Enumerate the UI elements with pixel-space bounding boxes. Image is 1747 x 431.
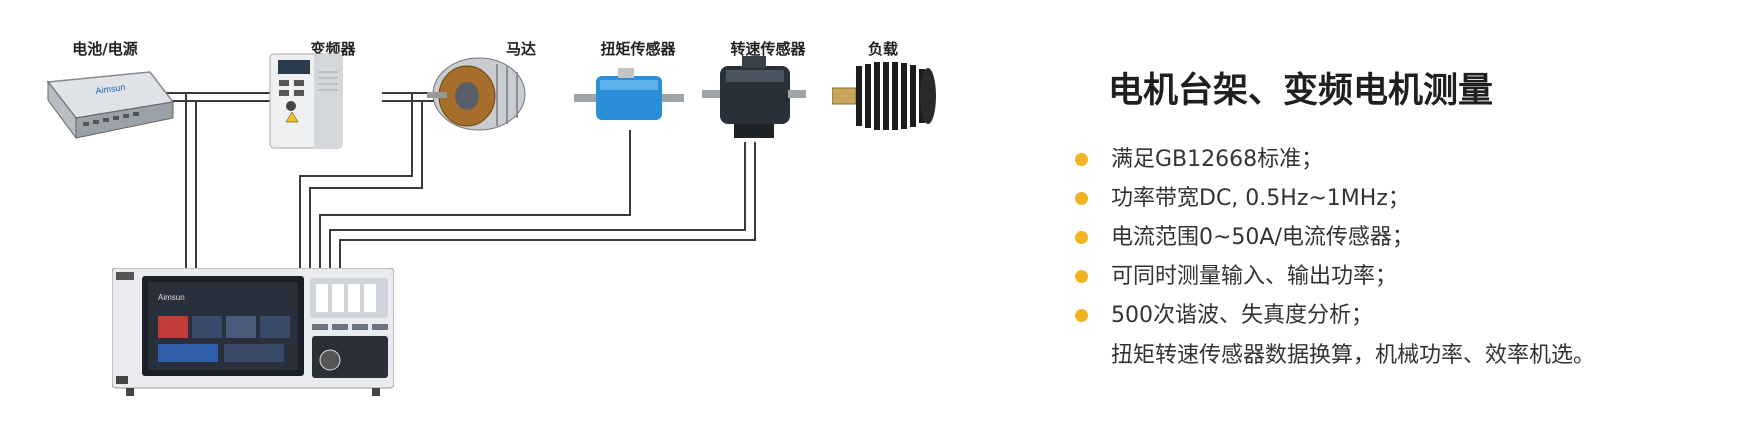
label-motor: 马达 xyxy=(505,40,537,58)
feature-item: 500次谐波、失真度分析； xyxy=(1070,296,1414,335)
feature-item: 满足GB12668标准； xyxy=(1070,140,1414,179)
feature-item: 电流范围0~50A/电流传感器； xyxy=(1070,218,1414,257)
feature-item: 可同时测量输入、输出功率； xyxy=(1070,257,1414,296)
label-speed-sensor: 转速传感器 xyxy=(730,40,806,58)
bullet-dot-icon xyxy=(1075,309,1088,322)
feature-item: 功率带宽DC, 0.5Hz~1MHz； xyxy=(1070,179,1414,218)
bullet-dot-icon xyxy=(1075,192,1088,205)
analyzer-screen-brand: Aimsun xyxy=(158,293,185,302)
speed-sensor-image xyxy=(702,56,806,138)
label-torque-sensor: 扭矩传感器 xyxy=(600,40,676,58)
feature-text: 500次谐波、失真度分析； xyxy=(1111,303,1373,328)
feature-continuation: 扭矩转速传感器数据换算，机械功率、效率机选。 xyxy=(1111,343,1596,368)
feature-text: 满足GB12668标准； xyxy=(1111,147,1324,172)
bullet-dot-icon xyxy=(1075,231,1088,244)
power-analyzer-image: Aimsun xyxy=(112,268,394,396)
motor-image xyxy=(427,57,526,131)
feature-list: 满足GB12668标准； 功率带宽DC, 0.5Hz~1MHz； 电流范围0~5… xyxy=(1070,140,1414,335)
battery-logo-text: Aimsun xyxy=(95,82,126,96)
feature-text: 功率带宽DC, 0.5Hz~1MHz； xyxy=(1111,186,1410,211)
bullet-dot-icon xyxy=(1075,153,1088,166)
load-image xyxy=(832,62,936,130)
label-load: 负载 xyxy=(867,40,899,58)
feature-text: 电流范围0~50A/电流传感器； xyxy=(1111,225,1414,250)
battery-power-supply-image: Aimsun xyxy=(46,71,175,140)
inverter-image xyxy=(269,53,343,149)
bullet-dot-icon xyxy=(1075,270,1088,283)
torque-sensor-image xyxy=(574,68,684,120)
feature-text: 可同时测量输入、输出功率； xyxy=(1111,264,1398,289)
label-battery: 电池/电源 xyxy=(72,40,138,58)
page-title: 电机台架、变频电机测量 xyxy=(1108,71,1494,111)
